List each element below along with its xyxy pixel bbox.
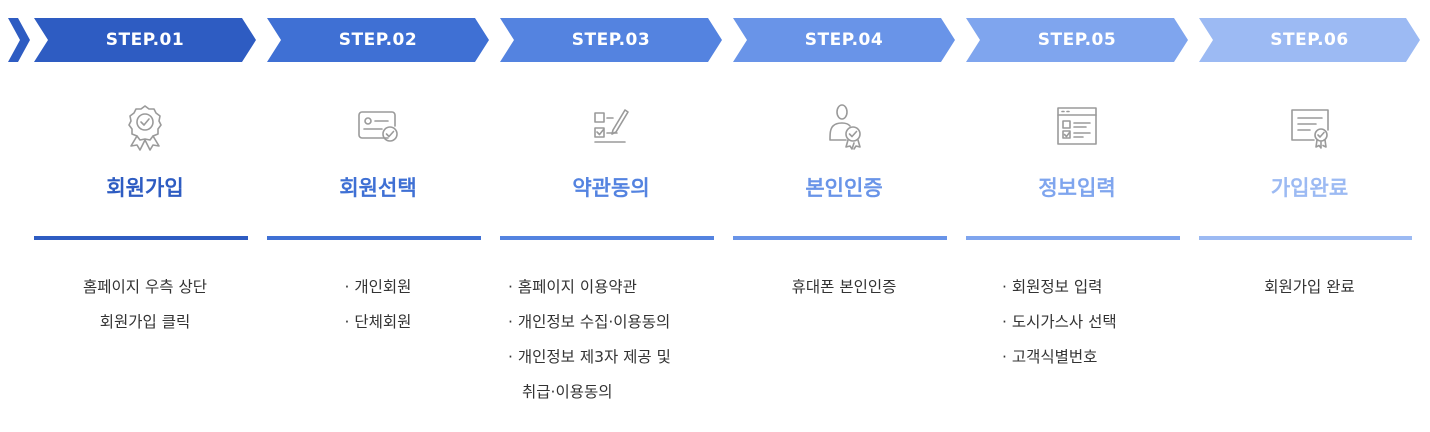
step-6: STEP.06 가입완료 회원가입 완료 xyxy=(1199,0,1420,432)
step-banner: STEP.02 xyxy=(267,18,489,62)
step-banner-chevron xyxy=(733,18,955,62)
step-title: 회원선택 xyxy=(339,176,417,200)
step-description-line: · 단체회원 xyxy=(344,313,412,331)
step-label: STEP.01 xyxy=(105,30,185,50)
step-description-line: 홈페이지 우측 상단 xyxy=(83,278,207,296)
step-description: · 회원정보 입력 · 도시가스사 선택 · 고객식별번호 xyxy=(1002,270,1214,375)
step-banner: STEP.01 xyxy=(34,18,256,62)
id-card-check-icon xyxy=(354,100,402,152)
step-1: STEP.01 회원가입 홈페이지 우측 상단 회원가입 클릭 xyxy=(34,0,267,432)
step-title: 회원가입 xyxy=(106,176,184,200)
step-divider xyxy=(966,236,1180,240)
step-divider xyxy=(500,236,714,240)
step-description-line: · 도시가스사 선택 xyxy=(1002,313,1117,331)
step-banner-shape xyxy=(966,18,1188,62)
step-description: 홈페이지 우측 상단 회원가입 클릭 xyxy=(34,270,256,340)
double-chevron-right-icon xyxy=(8,18,42,62)
step-title: 정보입력 xyxy=(1038,176,1116,200)
step-description-line: · 개인정보 수집·이용동의 xyxy=(508,313,671,331)
step-banner-shape xyxy=(500,18,722,62)
step-divider xyxy=(733,236,947,240)
certificate-icon xyxy=(1286,100,1334,152)
step-title: 약관동의 xyxy=(572,176,650,200)
step-banner: STEP.06 xyxy=(1199,18,1420,62)
step-banner-chevron xyxy=(34,18,256,62)
step-label: STEP.03 xyxy=(571,30,651,50)
step-label: STEP.05 xyxy=(1037,30,1117,50)
step-description: · 홈페이지 이용약관 · 개인정보 수집·이용동의 · 개인정보 제3자 제공… xyxy=(508,270,720,410)
form-window-icon xyxy=(1053,100,1101,152)
step-divider xyxy=(34,236,248,240)
step-description-line: 취급·이용동의 xyxy=(522,383,613,401)
step-divider xyxy=(267,236,481,240)
step-banner-shape xyxy=(733,18,955,62)
step-title: 본인인증 xyxy=(805,176,883,200)
step-label: STEP.06 xyxy=(1270,30,1349,50)
step-banner-shape xyxy=(34,18,256,62)
step-banner: STEP.04 xyxy=(733,18,955,62)
step-banner: STEP.05 xyxy=(966,18,1188,62)
step-5: STEP.05 정보입력 · 회원정보 입력 · 도시가스사 선택 · 고객식별 xyxy=(966,0,1199,432)
step-divider xyxy=(1199,236,1412,240)
step-description-line: 휴대폰 본인인증 xyxy=(791,278,897,296)
step-3: STEP.03 약관동의 · 홈페이지 이용약관 · 개인정보 수집·이용동의 … xyxy=(500,0,733,432)
step-description-line: · 개인정보 제3자 제공 및 xyxy=(508,348,671,366)
award-ribbon-icon xyxy=(121,100,169,152)
step-banner-chevron xyxy=(1199,18,1420,62)
step-banner: STEP.03 xyxy=(500,18,722,62)
step-description-line: · 홈페이지 이용약관 xyxy=(508,278,637,296)
step-4: STEP.04 본인인증 휴대폰 본인인증 xyxy=(733,0,966,432)
step-description-line: · 고객식별번호 xyxy=(1002,348,1098,366)
step-banner-chevron xyxy=(267,18,489,62)
step-description: · 개인회원 · 단체회원 xyxy=(267,270,489,340)
step-description-line: 회원가입 클릭 xyxy=(99,313,191,331)
step-label: STEP.02 xyxy=(338,30,418,50)
user-verify-icon xyxy=(820,100,868,152)
step-description-line: · 개인회원 xyxy=(344,278,412,296)
step-banner-chevron xyxy=(500,18,722,62)
step-label: STEP.04 xyxy=(804,30,884,50)
step-title: 가입완료 xyxy=(1270,176,1349,200)
step-process: STEP.01 회원가입 홈페이지 우측 상단 회원가입 클릭 STEP.02 xyxy=(34,0,1430,432)
step-description: 회원가입 완료 xyxy=(1199,270,1420,305)
step-description-line: 회원가입 완료 xyxy=(1264,278,1355,296)
step-banner-shape xyxy=(267,18,489,62)
step-description-line: · 회원정보 입력 xyxy=(1002,278,1103,296)
step-2: STEP.02 회원선택 · 개인회원 · 단체회원 xyxy=(267,0,500,432)
step-description: 휴대폰 본인인증 xyxy=(733,270,955,305)
step-banner-shape xyxy=(1199,18,1420,62)
checklist-pen-icon xyxy=(587,100,635,152)
step-banner-chevron xyxy=(966,18,1188,62)
